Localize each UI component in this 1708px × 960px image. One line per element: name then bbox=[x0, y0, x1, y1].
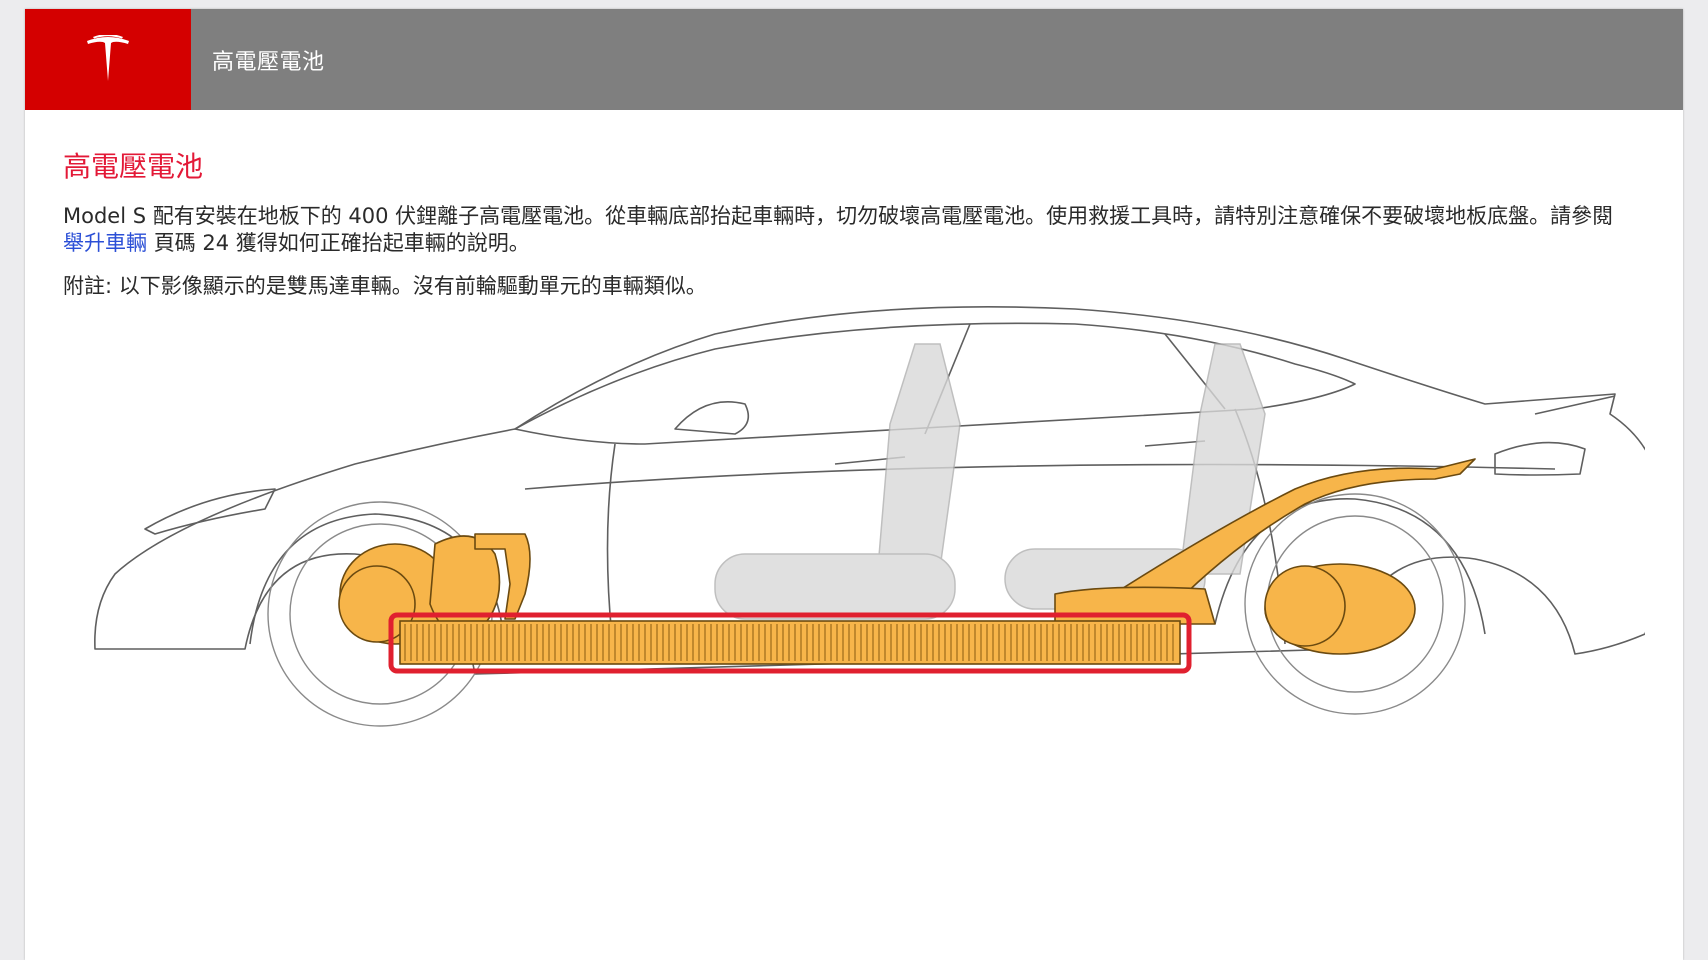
rear-hub bbox=[1264, 565, 1346, 647]
side-mirror bbox=[674, 401, 750, 435]
header-bar: 高電壓電池 bbox=[25, 9, 1683, 110]
battery-cells bbox=[404, 624, 1174, 661]
rear-cable-harness bbox=[1074, 458, 1476, 620]
tesla-logo-icon bbox=[87, 35, 129, 81]
section-title: 高電壓電池 bbox=[63, 150, 204, 183]
vehicle-cutaway-illustration bbox=[94, 306, 1645, 727]
front-hub bbox=[338, 565, 416, 643]
rear-wheel-tire bbox=[1244, 493, 1466, 715]
paragraph-text-start: Model S 配有安裝在地板下的 400 伏鋰離子高電壓電池。從車輛底部抬起車… bbox=[63, 204, 1614, 228]
front-seat-cushion bbox=[714, 553, 956, 620]
beltline bbox=[524, 463, 1556, 490]
front-harness bbox=[474, 533, 531, 620]
manual-page: 高電壓電池 高電壓電池 Model S 配有安裝在地板下的 400 伏鋰離子高電… bbox=[25, 9, 1683, 960]
rear-door-handle bbox=[1144, 440, 1206, 447]
paragraph-text-end: 頁碼 24 獲得如何正確抬起車輛的說明。 bbox=[153, 231, 530, 255]
battery-pack bbox=[399, 620, 1181, 665]
note-text: 附註: 以下影像顯示的是雙馬達車輛。沒有前輪驅動單元的車輛類似。 bbox=[63, 274, 707, 298]
tesla-logo-box[interactable] bbox=[25, 9, 191, 110]
body-paragraph: Model S 配有安裝在地板下的 400 伏鋰離子高電壓電池。從車輛底部抬起車… bbox=[63, 203, 1623, 257]
rear-spoiler bbox=[1534, 395, 1616, 415]
header-title: 高電壓電池 bbox=[212, 50, 325, 75]
lift-vehicle-link[interactable]: 舉升車輛 bbox=[63, 231, 147, 255]
headlight bbox=[144, 488, 276, 535]
battery-highlight-box bbox=[388, 612, 1192, 674]
tail-light bbox=[1494, 441, 1586, 476]
